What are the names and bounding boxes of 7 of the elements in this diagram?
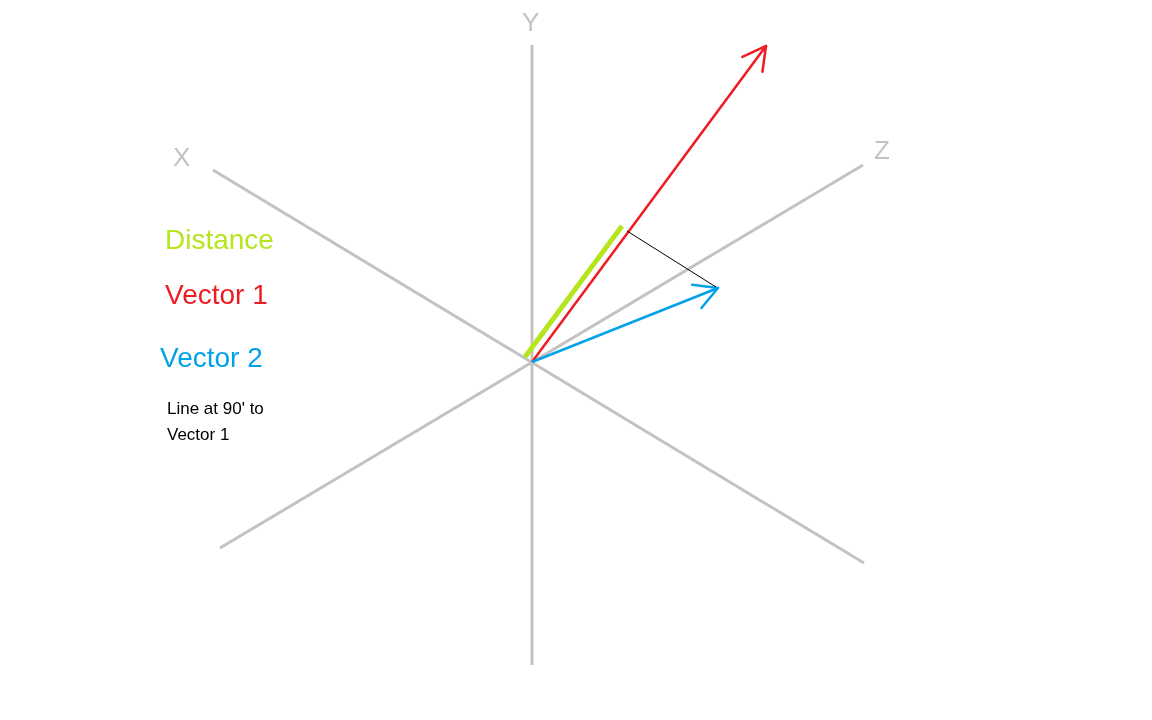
axis-label: Y xyxy=(522,8,540,37)
legend-label: Vector 2 xyxy=(160,343,263,374)
axis-label: Z xyxy=(874,136,890,165)
legend-label: Vector 1 xyxy=(165,280,268,311)
axis-label: X xyxy=(173,143,191,172)
legend-label: Line at 90' to Vector 1 xyxy=(167,398,265,446)
legend-label: Distance xyxy=(165,225,274,256)
